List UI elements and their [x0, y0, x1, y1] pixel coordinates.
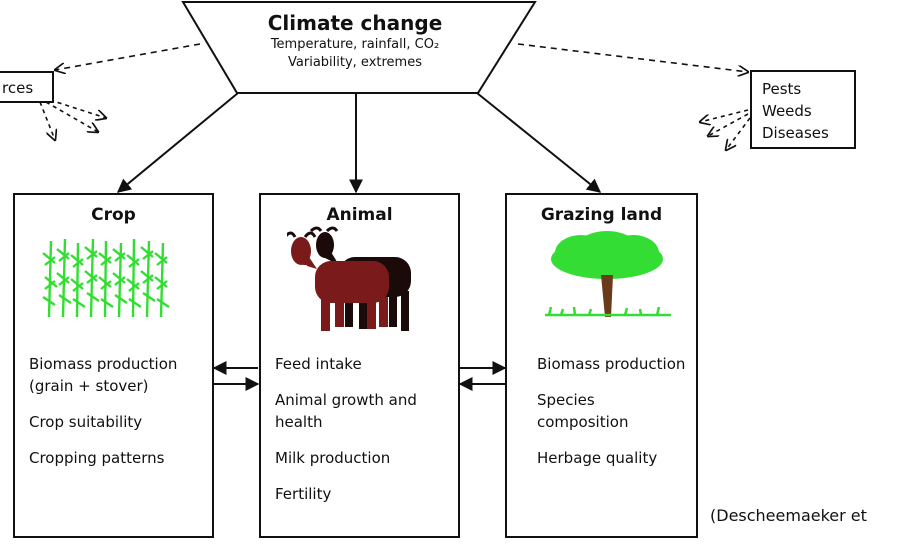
grazing-panel: Grazing land Biomass production Species … — [505, 193, 698, 538]
climate-change-title: Climate change — [267, 11, 443, 35]
climate-change-line2: Variability, extremes — [288, 55, 422, 70]
crop-panel-items: Biomass production (grain + stover) Crop… — [29, 353, 204, 483]
crop-item-biomass: Biomass production (grain + stover) — [29, 355, 178, 395]
crop-illustration-icon — [42, 238, 170, 318]
animal-panel-items: Feed intake Animal growth and health Mil… — [275, 353, 450, 519]
right-box-line-pests: Pests — [762, 80, 802, 98]
animal-panel-title: Animal — [326, 205, 393, 225]
grazing-item-species: Species composition — [537, 391, 629, 431]
dashed-arrow-right — [517, 43, 748, 72]
left-side-box: rces — [0, 71, 54, 103]
right-box-line-diseases: Diseases — [762, 124, 829, 142]
crop-panel: Crop Biomass production (grain + stover)… — [13, 193, 214, 538]
animal-item-fertility: Fertility — [275, 485, 332, 503]
right-side-box: Pests Weeds Diseases — [750, 70, 856, 149]
grazing-panel-items: Biomass production Species composition H… — [537, 353, 688, 483]
front-ox — [287, 231, 389, 331]
grass-line — [545, 306, 671, 317]
crop-rows — [42, 238, 170, 318]
tree-illustration-icon — [545, 231, 671, 317]
tree-trunk — [601, 275, 613, 317]
source-credit: (Descheemaeker et — [710, 506, 867, 525]
left-side-box-label: rces — [2, 79, 34, 97]
grazing-item-herbage: Herbage quality — [537, 449, 658, 467]
dashed-arrow-left — [55, 43, 201, 70]
grazing-item-biomass: Biomass production — [537, 355, 686, 373]
animal-panel: Animal Feed intake Animal growth a — [259, 193, 460, 538]
right-box-spread-arrows — [700, 109, 751, 150]
crop-item-patterns: Cropping patterns — [29, 449, 165, 467]
climate-change-line1: Temperature, rainfall, CO₂ — [270, 37, 440, 52]
right-box-line-weeds: Weeds — [762, 102, 812, 120]
left-box-spread-arrows — [39, 99, 106, 140]
crop-panel-title: Crop — [91, 205, 136, 225]
arrow-to-crop — [116, 92, 239, 193]
tree-canopy — [551, 231, 663, 279]
arrow-to-grazing — [476, 92, 602, 193]
animal-item-feed: Feed intake — [275, 355, 362, 373]
animal-item-growth: Animal growth and health — [275, 391, 417, 431]
crop-item-suitability: Crop suitability — [29, 413, 143, 431]
grazing-panel-title: Grazing land — [540, 205, 663, 225]
animal-item-milk: Milk production — [275, 449, 391, 467]
climate-change-label: Climate change Temperature, rainfall, CO… — [190, 10, 520, 72]
oxen-illustration-icon — [287, 226, 411, 331]
